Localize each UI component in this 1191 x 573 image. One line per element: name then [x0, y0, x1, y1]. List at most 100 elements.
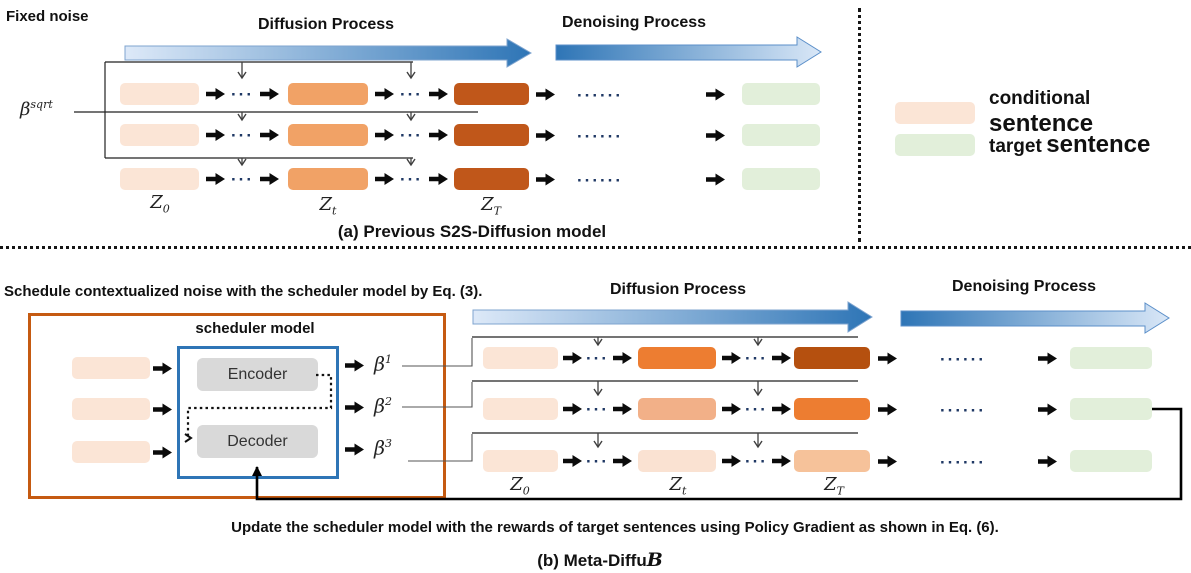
ellipsis: ··· [586, 348, 609, 368]
right-arrow-icon [878, 403, 897, 416]
right-arrow-icon [428, 88, 448, 100]
decoder-block: Decoder [197, 425, 318, 458]
beta1-label: β1 [374, 353, 392, 376]
ellipsis: ··· [586, 399, 609, 419]
right-arrow-icon [563, 352, 582, 364]
z0-label: Z0 [150, 192, 170, 216]
ellipsis: ··· [744, 451, 768, 471]
target-block [1070, 347, 1152, 369]
right-arrow-icon [153, 362, 172, 375]
right-arrow-icon [706, 129, 725, 142]
conditional-input-block [72, 398, 150, 420]
beta-symbol: β [20, 99, 31, 120]
right-arrow-icon [721, 455, 741, 467]
encoder-label: Encoder [227, 365, 288, 383]
ellipsis: ··· [399, 125, 423, 145]
ellipsis: ··· [399, 169, 423, 189]
caption-a: (a) Previous S2S-Diffusion model [337, 222, 607, 241]
right-arrow-icon [771, 455, 791, 467]
ellipsis: ··· [744, 348, 768, 368]
diffusion-row-a3: ··· ··· [120, 168, 529, 190]
right-arrow-icon [206, 129, 225, 141]
target-block [742, 168, 820, 190]
beta-sqrt-label: βsqrt [20, 98, 53, 120]
diffusion-arrow-b [472, 301, 873, 333]
beta3-label: β3 [374, 437, 392, 460]
right-arrow-icon [1038, 403, 1057, 416]
right-arrow-icon [706, 88, 725, 101]
conditional-input-block [72, 441, 150, 463]
target-block [742, 124, 820, 146]
right-arrow-icon [878, 455, 897, 468]
zt-label-b: Zt [669, 474, 687, 498]
right-arrow-icon [563, 403, 582, 415]
right-arrow-icon [345, 359, 364, 372]
right-arrow-icon [428, 173, 448, 185]
right-arrow-icon [612, 352, 632, 364]
diffusion-row-b1: ··· ··· [483, 347, 870, 369]
legend-swatch-target [895, 134, 975, 156]
caption-b: (b) Meta-DiffuB [537, 549, 663, 571]
legend-separator [858, 8, 861, 242]
legend-label-target: target sentence [989, 131, 1151, 158]
z0-block [120, 124, 199, 146]
ellipsis: ··· [744, 399, 768, 419]
right-arrow-icon [374, 88, 394, 100]
zt-block [287, 124, 368, 146]
zT-block [453, 168, 529, 190]
right-arrow-icon [153, 403, 172, 416]
target-block [1070, 450, 1152, 472]
legend-swatch-conditional [895, 102, 975, 124]
zt-block [637, 347, 716, 369]
diffusion-row-a2: ··· ··· [120, 124, 529, 146]
conditional-input-block [72, 357, 150, 379]
ellipsis-long: ······ [940, 453, 986, 472]
ellipsis-long: ······ [577, 171, 623, 190]
zt-block [637, 398, 716, 420]
diffusion-process-header-b: Diffusion Process [610, 281, 747, 298]
right-arrow-icon [153, 446, 172, 459]
ellipsis: ··· [231, 169, 254, 189]
ellipsis: ··· [231, 84, 254, 104]
target-block [1070, 398, 1152, 420]
ellipsis-long: ······ [577, 86, 623, 105]
zt-label: Zt [319, 194, 337, 218]
ellipsis-long: ······ [940, 401, 986, 420]
schedule-noise-text: Schedule contextualized noise with the s… [4, 283, 483, 300]
ellipsis-long: ······ [577, 127, 623, 146]
right-arrow-icon [771, 352, 791, 364]
denoising-arrow-b [900, 302, 1170, 334]
zt-block [287, 83, 368, 105]
zT-block [793, 450, 870, 472]
z0-block [120, 168, 199, 190]
right-arrow-icon [721, 352, 741, 364]
right-arrow-icon [206, 88, 225, 100]
right-arrow-icon [771, 403, 791, 415]
z0-block [483, 347, 558, 369]
diffusion-row-b3: ··· ··· [483, 450, 870, 472]
diffusion-arrow-a [124, 38, 532, 68]
zT-block [793, 347, 870, 369]
right-arrow-icon [536, 129, 555, 142]
denoising-process-header-a: Denoising Process [562, 14, 707, 31]
right-arrow-icon [428, 129, 448, 141]
right-arrow-icon [1038, 455, 1057, 468]
z0-label-b: Z0 [510, 474, 530, 498]
encoder-block: Encoder [197, 358, 318, 391]
right-arrow-icon [1038, 352, 1057, 365]
fixed-noise-label: Fixed noise [6, 8, 89, 25]
legend-label-conditional: conditional sentence [989, 88, 1094, 137]
diffusion-row-b2: ··· ··· [483, 398, 870, 420]
scheduler-model-title: scheduler model [195, 320, 315, 337]
zt-block [287, 168, 368, 190]
right-arrow-icon [374, 129, 394, 141]
zT-label-b: ZT [824, 474, 844, 498]
zT-block [453, 124, 529, 146]
right-arrow-icon [259, 129, 279, 141]
z0-block [120, 83, 199, 105]
right-arrow-icon [345, 401, 364, 414]
beta-superscript: sqrt [30, 98, 53, 111]
denoising-arrow-a [555, 36, 822, 68]
right-arrow-icon [206, 173, 225, 185]
